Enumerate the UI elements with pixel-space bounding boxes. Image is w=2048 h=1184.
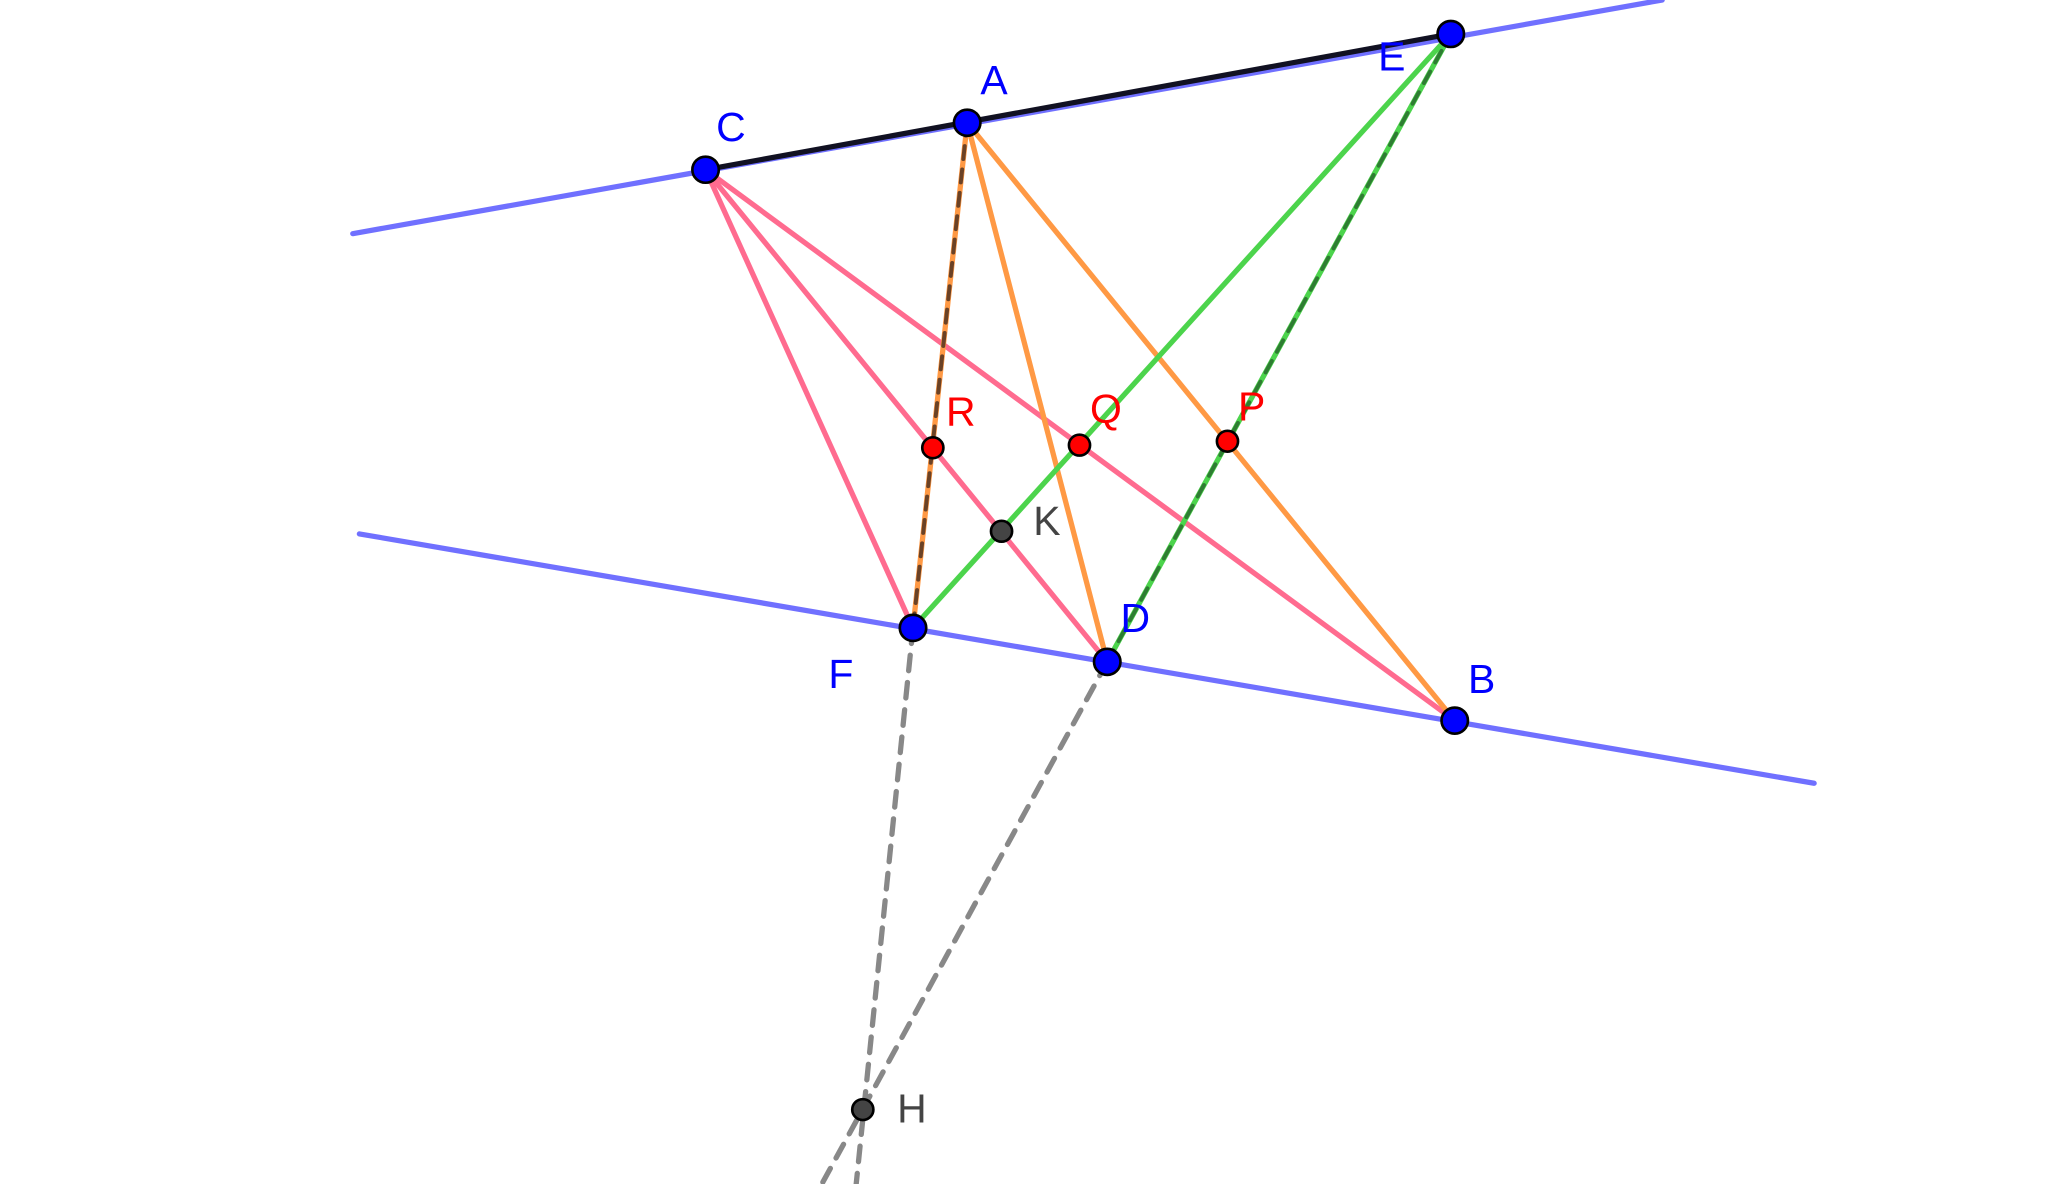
point-B[interactable] <box>1440 706 1470 735</box>
label-Q: Q <box>1090 386 1122 432</box>
point-E[interactable] <box>1436 19 1466 49</box>
point-P[interactable] <box>1215 429 1240 453</box>
label-P: P <box>1238 384 1265 430</box>
dashed-line-AF[interactable] <box>911 120 970 630</box>
line-through-F-D-B[interactable] <box>356 531 1817 786</box>
point-R[interactable] <box>920 436 945 460</box>
label-D: D <box>1120 595 1150 641</box>
segment-CF[interactable] <box>702 167 916 631</box>
dashed-line-DE[interactable] <box>1105 31 1453 664</box>
label-C: C <box>716 104 746 150</box>
point-H[interactable] <box>850 1097 875 1122</box>
segment-AD[interactable] <box>964 120 1110 665</box>
dashed-line-DH[interactable] <box>819 659 1110 1184</box>
segment-CE[interactable] <box>702 31 1454 173</box>
label-F: F <box>828 651 853 697</box>
point-C[interactable] <box>691 155 721 185</box>
label-A: A <box>980 57 1008 103</box>
point-D[interactable] <box>1092 647 1122 677</box>
point-A[interactable] <box>952 108 982 138</box>
point-F[interactable] <box>898 613 928 643</box>
label-H: H <box>897 1086 927 1132</box>
label-B: B <box>1468 656 1495 702</box>
point-K[interactable] <box>989 519 1014 544</box>
point-Q[interactable] <box>1067 433 1092 457</box>
label-K: K <box>1033 498 1060 544</box>
dashed-line-FH[interactable] <box>853 625 916 1184</box>
label-R: R <box>946 389 976 435</box>
label-E: E <box>1378 34 1405 80</box>
segment-CD[interactable] <box>702 167 1110 665</box>
segment-AB[interactable] <box>964 120 1458 724</box>
